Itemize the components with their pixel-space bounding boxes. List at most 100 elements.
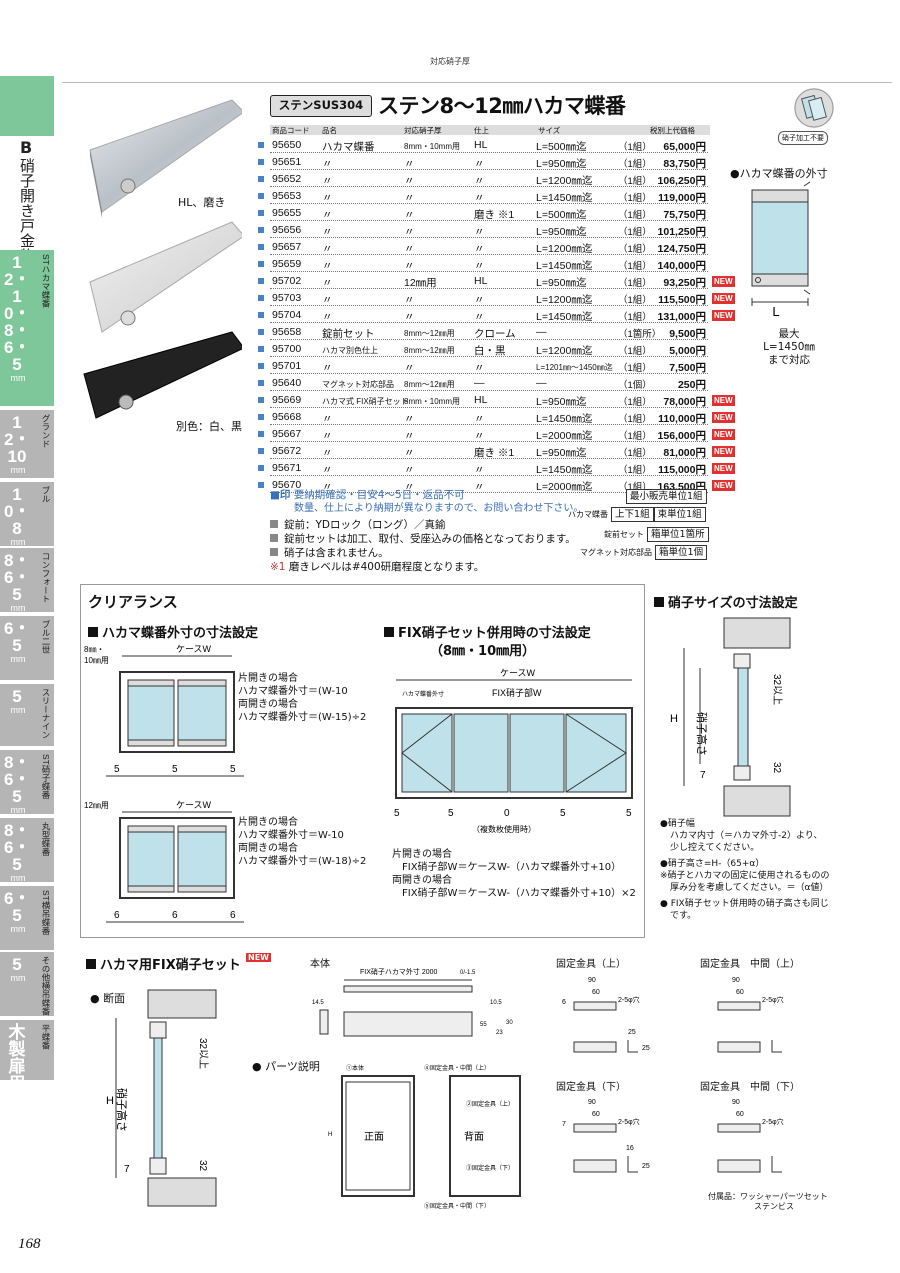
- product-title: ステン8〜12㎜ハカマ蝶番: [378, 94, 626, 118]
- side-tab-label: ST硝子蝶番: [41, 754, 51, 799]
- new-badge: NEW: [712, 463, 735, 474]
- parts-diagram: ①本体 ④固定金具・中間（上） 正面 H 背面 ②固定金具（上） ③固定金具（下…: [328, 1064, 521, 1210]
- row-marker: [258, 210, 264, 216]
- cell-unit: （1組）: [618, 465, 652, 476]
- side-tab-unit: mm: [10, 924, 26, 934]
- svg-text:32: 32: [197, 1160, 208, 1172]
- cell-size: L=950㎜迄: [536, 158, 587, 170]
- cell-size: L=1200㎜迄: [536, 345, 593, 357]
- row-marker: [258, 363, 264, 369]
- cell-finish: 〃: [474, 413, 485, 425]
- cell-unit: （1組）: [618, 210, 652, 221]
- cell-thick: 8mm・10mm用: [404, 142, 461, 151]
- outer-dim-l: L: [772, 304, 779, 319]
- cell-size: L=2000㎜迄: [536, 481, 593, 493]
- svg-text:2-5φ穴: 2-5φ穴: [762, 1117, 784, 1126]
- cell-code: 95653: [272, 190, 302, 202]
- svg-text:ケースW: ケースW: [176, 644, 212, 654]
- running-head: 対応硝子厚: [430, 57, 470, 66]
- notes: ■印 要納期確認・目安4〜5日・返品不可 数量、仕上により納期が異なりますので、…: [270, 488, 630, 574]
- new-badge: NEW: [712, 429, 735, 440]
- fix-dim-subtitle: （8㎜・10㎜用）: [430, 644, 536, 659]
- row-marker: [258, 414, 264, 420]
- cell-name: 錠前セット: [322, 328, 375, 340]
- svg-text:2-5φ穴: 2-5φ穴: [762, 995, 784, 1004]
- cell-finish: 磨き ※1: [474, 447, 515, 459]
- row-marker: [258, 261, 264, 267]
- side-tab-size: 6・5: [4, 619, 31, 655]
- cell-finish: 〃: [474, 175, 485, 187]
- unit-lockset: 箱単位1箇所: [647, 527, 709, 542]
- row-marker: [258, 329, 264, 335]
- unit-hakama-1: 上下1組: [611, 507, 654, 522]
- glass-size-title: 硝子サイズの寸法設定: [654, 592, 798, 611]
- cell-price: 5,000円: [669, 345, 706, 357]
- side-tab-10[interactable]: 木製扉用平蝶番: [0, 1020, 54, 1092]
- cell-thick: 〃: [404, 192, 415, 204]
- new-badge: NEW: [712, 446, 735, 457]
- cell-name: 〃: [322, 362, 333, 374]
- cell-price: 250円: [677, 379, 706, 391]
- svg-text:25: 25: [642, 1163, 650, 1170]
- clearance-box: [80, 584, 645, 938]
- svg-text:12㎜用: 12㎜用: [84, 801, 109, 810]
- cell-price: 110,000円: [658, 413, 706, 425]
- side-tab-unit: mm: [10, 465, 26, 475]
- note-star-text: 磨きレベルは#400研磨程度となります。: [288, 561, 485, 573]
- svg-text:5: 5: [114, 764, 120, 775]
- side-tab-b-letter: B: [20, 138, 33, 157]
- cell-name: 〃: [322, 294, 333, 306]
- side-tab-unit: mm: [10, 654, 26, 664]
- photo-lock-2: [120, 310, 136, 326]
- note-star-label: ※1: [270, 561, 286, 573]
- svg-text:90: 90: [732, 1099, 740, 1106]
- svg-text:①本体: ①本体: [346, 1064, 364, 1072]
- cell-unit: （1組）: [618, 278, 652, 289]
- outer-size-title: ●ハカマ蝶番の外寸: [730, 167, 828, 180]
- side-tab-label: グランド: [41, 414, 51, 448]
- unit-magnet: 箱単位1個: [655, 545, 708, 560]
- cell-name: 〃: [322, 464, 333, 476]
- cell-name: 〃: [322, 277, 333, 289]
- cell-price: 156,000円: [657, 430, 706, 442]
- cell-code: 95700: [272, 343, 302, 355]
- cell-unit: （1組）: [618, 414, 652, 425]
- cell-price: 93,250円: [663, 277, 706, 289]
- table-row: 95653〃〃〃L=1450㎜迄（1組）119,000円: [258, 188, 738, 205]
- svg-text:⑤固定金具・中間（下）: ⑤固定金具・中間（下）: [424, 1202, 490, 1210]
- cell-code: 95667: [272, 428, 302, 440]
- fix-dim-title: FIX硝子セット併用時の寸法設定: [384, 622, 591, 641]
- cell-code: 95702: [272, 275, 302, 287]
- cell-code: 95701: [272, 360, 302, 372]
- svg-text:5: 5: [626, 808, 632, 819]
- svg-text:H: H: [328, 1132, 332, 1138]
- side-tab-size: 12・10・8・6・5: [4, 253, 31, 374]
- cell-code: 95703: [272, 292, 302, 304]
- svg-text:5: 5: [448, 808, 454, 819]
- row-marker: [258, 380, 264, 386]
- cell-finish: 〃: [474, 362, 485, 374]
- svg-text:7: 7: [700, 770, 706, 781]
- cell-finish: 〃: [474, 260, 485, 272]
- cell-finish: 〃: [474, 311, 485, 323]
- cell-price: 124,750円: [657, 243, 706, 255]
- cell-unit: （1組）: [618, 346, 652, 357]
- cell-size: L=500㎜迄: [536, 141, 587, 153]
- svg-text:10.5: 10.5: [490, 1000, 502, 1006]
- svg-text:5: 5: [230, 764, 236, 775]
